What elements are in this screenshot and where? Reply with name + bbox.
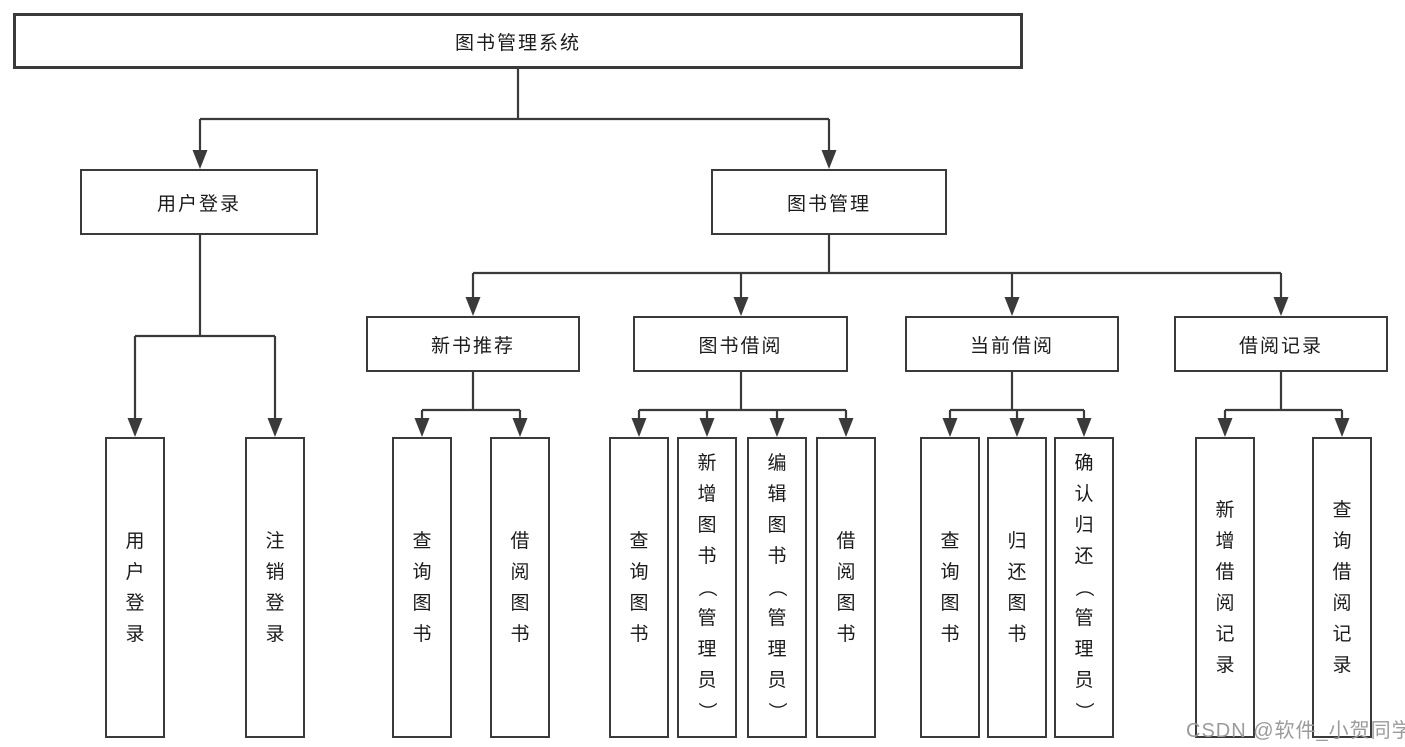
- leaf-add-book-admin: 新增图书（管理员）: [677, 437, 737, 738]
- connector-new-book-children: [420, 372, 522, 419]
- leaf-borrow-books: 借阅图书: [816, 437, 876, 738]
- node-current-borrow: 当前借阅: [905, 316, 1119, 372]
- node-user-login: 用户登录: [80, 169, 318, 235]
- leaf-query-books-current: 查询图书: [920, 437, 980, 738]
- leaf-borrow-books-recommend: 借阅图书: [490, 437, 550, 738]
- node-book-borrow: 图书借阅: [633, 316, 848, 372]
- connector-borrow-records-children: [1223, 372, 1344, 419]
- connector-book-borrow-children: [637, 372, 848, 419]
- connector-user-login-children: [133, 235, 277, 419]
- leaf-confirm-return-admin: 确认归还（管理员）: [1054, 437, 1114, 738]
- leaf-user-login: 用户登录: [105, 437, 165, 738]
- node-root: 图书管理系统: [13, 13, 1023, 69]
- connector-book-management-children: [471, 235, 1283, 298]
- leaf-edit-book-admin: 编辑图书（管理员）: [747, 437, 807, 738]
- node-book-management: 图书管理: [711, 169, 947, 235]
- leaf-query-books-recommend: 查询图书: [392, 437, 452, 738]
- leaf-logout: 注销登录: [245, 437, 305, 738]
- leaf-query-books-borrow: 查询图书: [609, 437, 669, 738]
- node-borrow-records: 借阅记录: [1174, 316, 1388, 372]
- arrow-heads: [127, 150, 1350, 437]
- connector-current-borrow-children: [948, 372, 1086, 419]
- leaf-return-book: 归还图书: [987, 437, 1047, 738]
- leaf-query-borrow-record: 查询借阅记录: [1312, 437, 1372, 738]
- leaf-add-borrow-record: 新增借阅记录: [1195, 437, 1255, 738]
- node-new-book-recommend: 新书推荐: [366, 316, 580, 372]
- csdn-watermark: CSDN @软件_小贺同学: [1186, 720, 1405, 742]
- connector-root-to-level2: [198, 69, 831, 151]
